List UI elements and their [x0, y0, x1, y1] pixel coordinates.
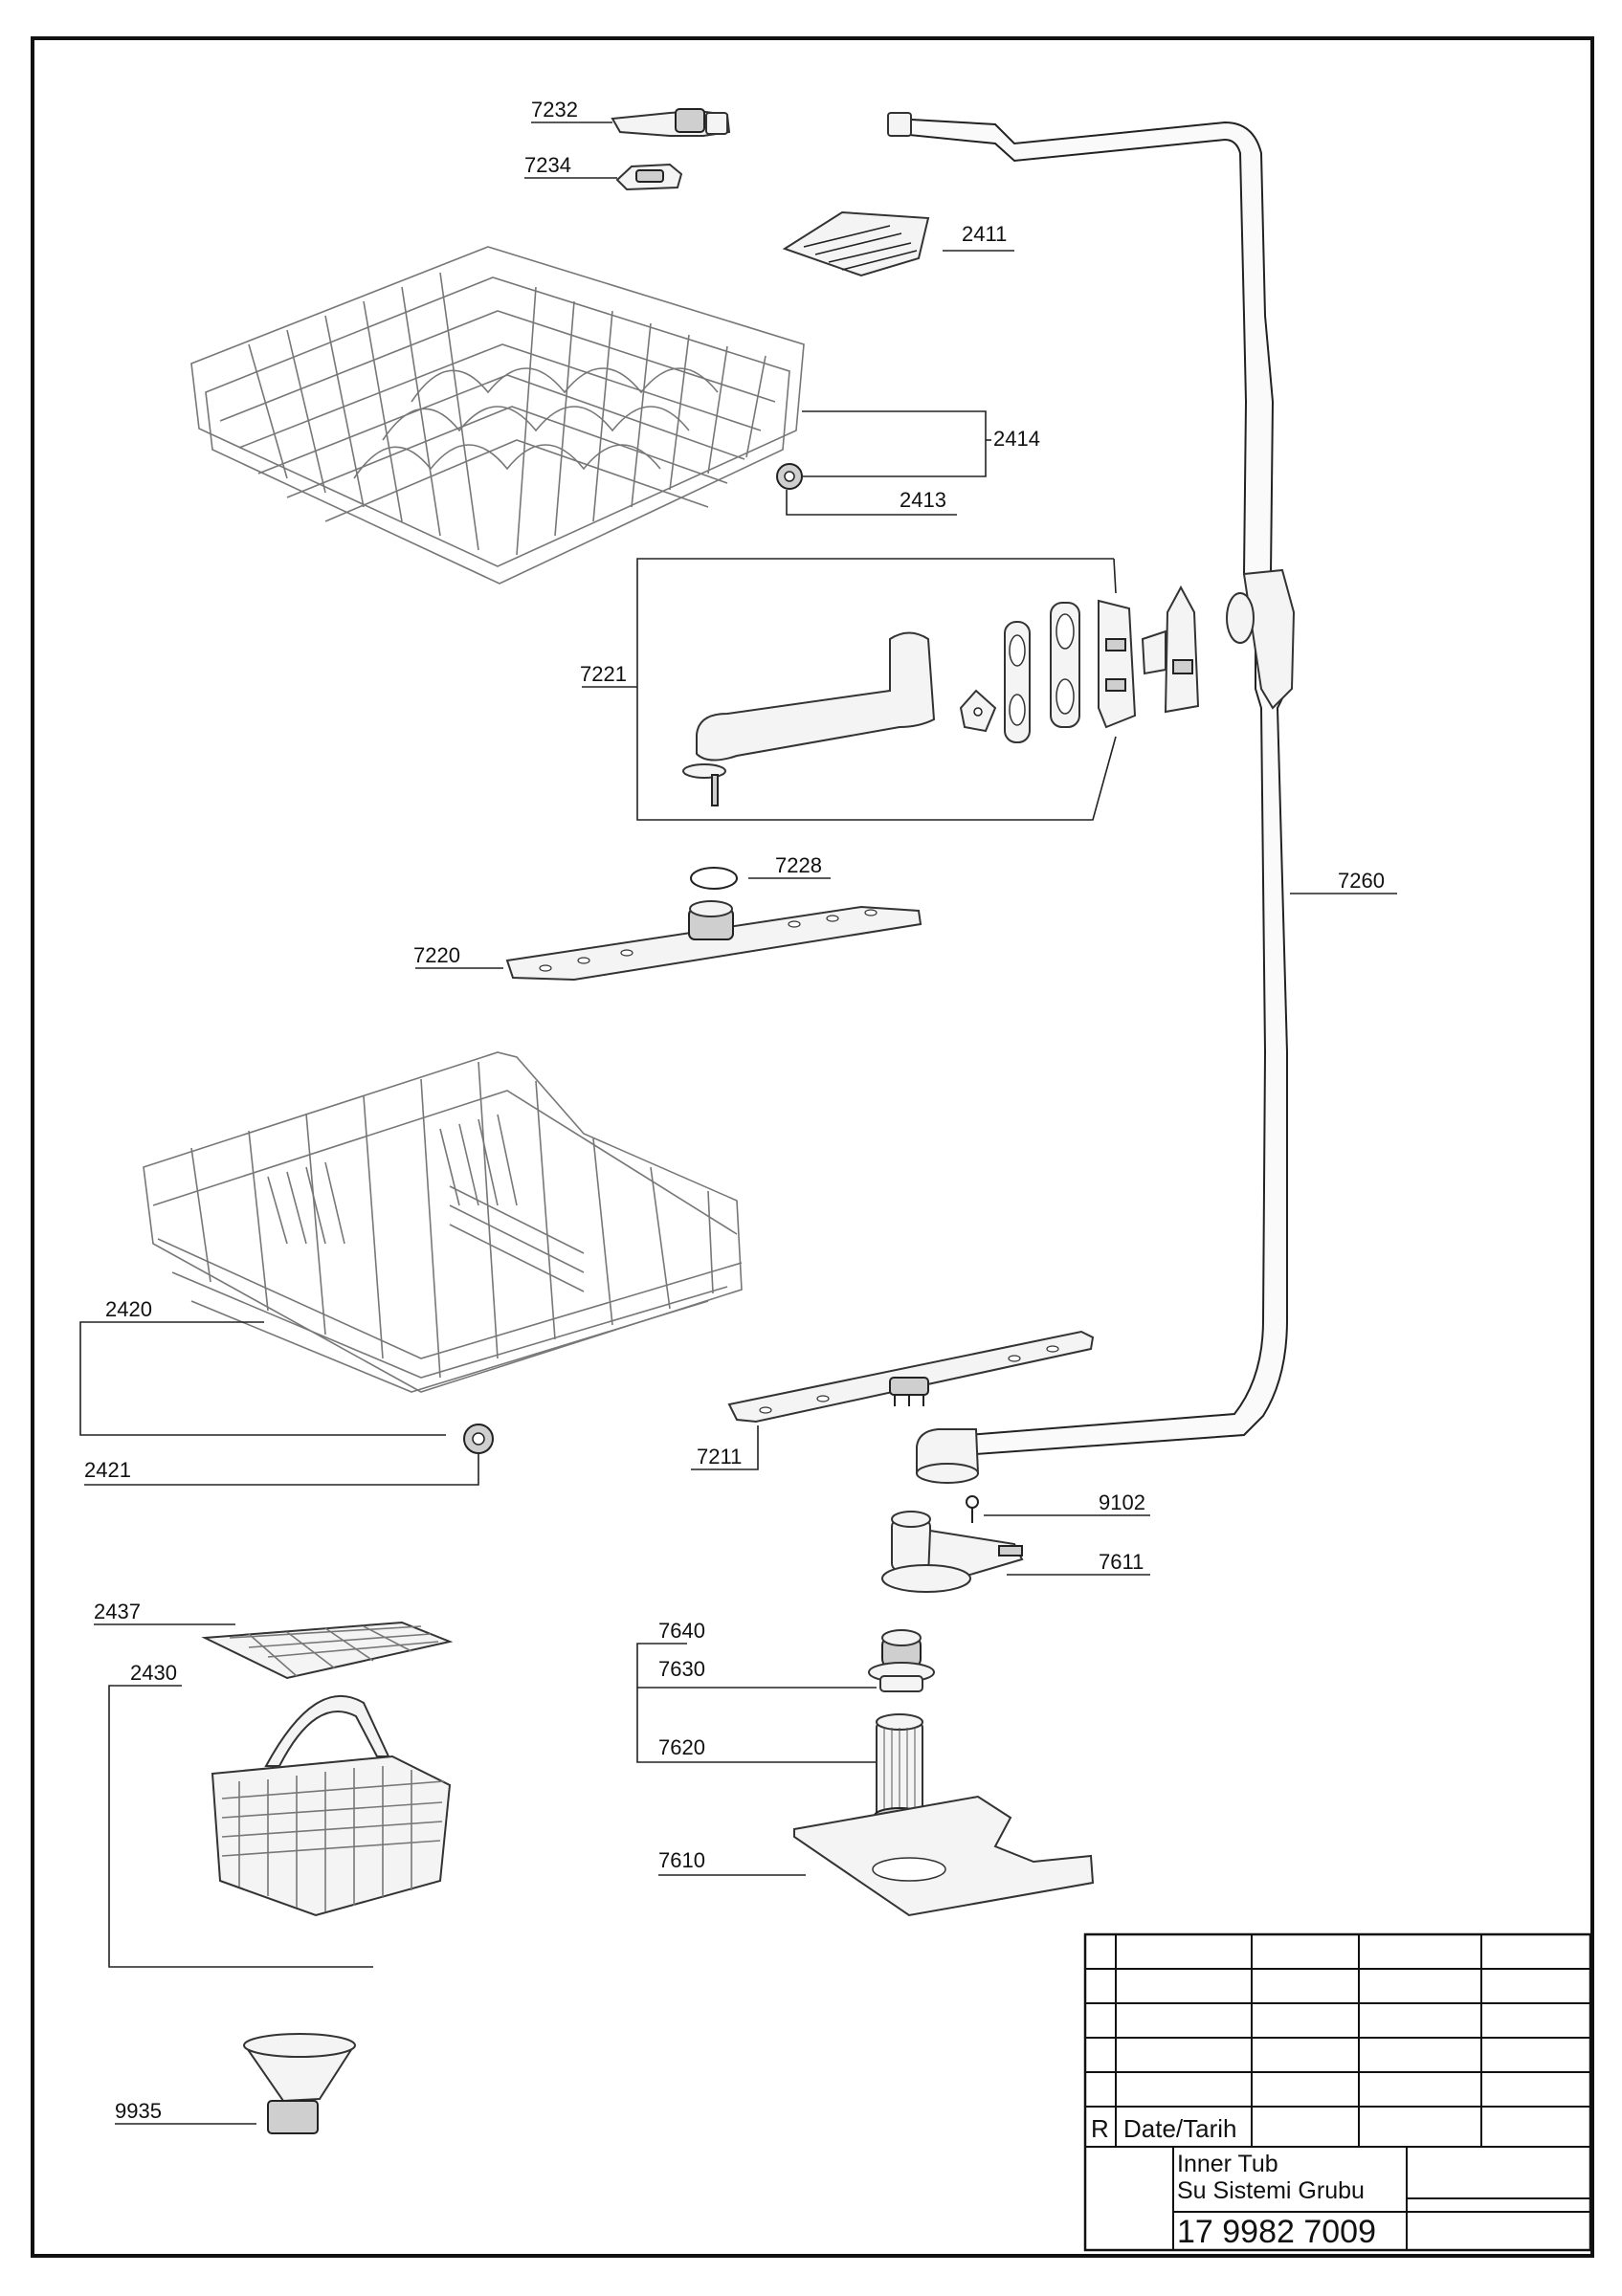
- part-7221-clip: [959, 689, 997, 733]
- label-7228: 7228: [775, 853, 822, 877]
- label-7232: 7232: [531, 98, 578, 121]
- date-label: Date/Tarih: [1123, 2114, 1237, 2143]
- part-7232: [611, 108, 731, 137]
- part-2437-grid: [201, 1621, 454, 1680]
- label-2421: 2421: [84, 1458, 131, 1482]
- label-7260: 7260: [1338, 869, 1385, 893]
- label-7630: 7630: [658, 1657, 705, 1681]
- label-7211: 7211: [697, 1445, 742, 1468]
- title-block: R Date/Tarih Inner Tub Su Sistemi Grubu …: [1083, 1932, 1592, 2252]
- part-7260-elbow: [916, 1428, 980, 1484]
- title-line-2: Su Sistemi Grubu: [1177, 2177, 1365, 2204]
- part-7211-spray-arm: [727, 1330, 1095, 1424]
- lower-basket: [143, 1051, 743, 1393]
- label-7220: 7220: [413, 943, 460, 967]
- part-9935-funnel: [243, 2033, 356, 2134]
- label-7221: 7221: [580, 662, 627, 686]
- part-7221-arm: [682, 631, 936, 806]
- part-7260-duct: [887, 112, 1296, 1456]
- drawing-number: 17 9982 7009: [1177, 2214, 1376, 2250]
- part-7611-housing: [881, 1511, 1024, 1593]
- revision-marker: R: [1091, 2114, 1109, 2143]
- part-7221-seal-2: [1050, 602, 1080, 728]
- part-7234: [615, 163, 683, 191]
- label-7620: 7620: [658, 1735, 705, 1759]
- part-7220-spray-arm: [505, 900, 922, 982]
- group-7221-box: [636, 558, 1117, 821]
- part-2430-cutlery-basket: [211, 1694, 452, 1917]
- label-2414: 2414: [993, 427, 1040, 451]
- label-7610: 7610: [658, 1848, 705, 1872]
- part-7221-housing: [1098, 599, 1137, 729]
- label-2413: 2413: [900, 488, 946, 512]
- label-7640: 7640: [658, 1619, 705, 1643]
- part-9102-screw: [966, 1495, 979, 1523]
- label-2437: 2437: [94, 1600, 141, 1623]
- part-7610-filter-plate: [793, 1795, 1095, 1917]
- label-7611: 7611: [1099, 1550, 1144, 1574]
- label-2420: 2420: [105, 1297, 152, 1321]
- label-9102: 9102: [1099, 1490, 1145, 1514]
- part-7228-o-ring: [690, 867, 738, 890]
- drawing-frame: [31, 36, 1594, 2258]
- label-2430: 2430: [130, 1661, 177, 1685]
- part-2411: [782, 210, 930, 277]
- part-7630-coarse-filter: [868, 1629, 935, 1692]
- part-7221-valve: [1141, 585, 1200, 714]
- upper-basket: [190, 246, 805, 585]
- part-7221-seal-1: [1004, 621, 1031, 743]
- label-7234: 7234: [524, 153, 571, 177]
- label-2411: 2411: [962, 222, 1007, 246]
- title-line-1: Inner Tub: [1177, 2151, 1278, 2177]
- label-9935: 9935: [115, 2099, 162, 2123]
